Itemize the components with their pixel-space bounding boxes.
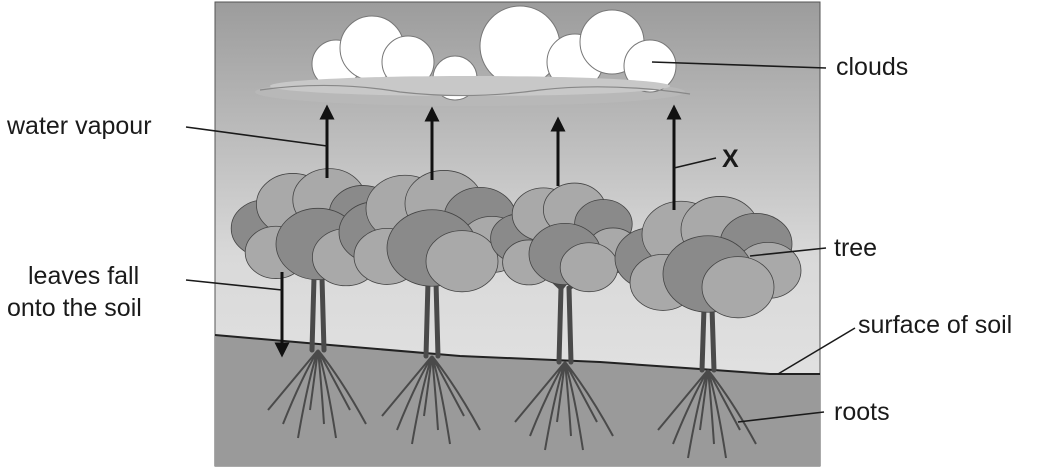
label-leaves-fall-line2: onto the soil [7,294,142,322]
tree-foliage [560,243,618,292]
label-roots: roots [834,398,890,426]
label-leaves-fall-line1: leaves fall [28,262,139,290]
tree-foliage [702,257,774,318]
label-tree: tree [834,234,877,262]
label-x: X [722,145,739,173]
label-clouds: clouds [836,53,908,81]
label-surface-of-soil: surface of soil [858,311,1012,339]
label-water-vapour: water vapour [6,112,152,140]
tree-foliage [426,231,498,292]
